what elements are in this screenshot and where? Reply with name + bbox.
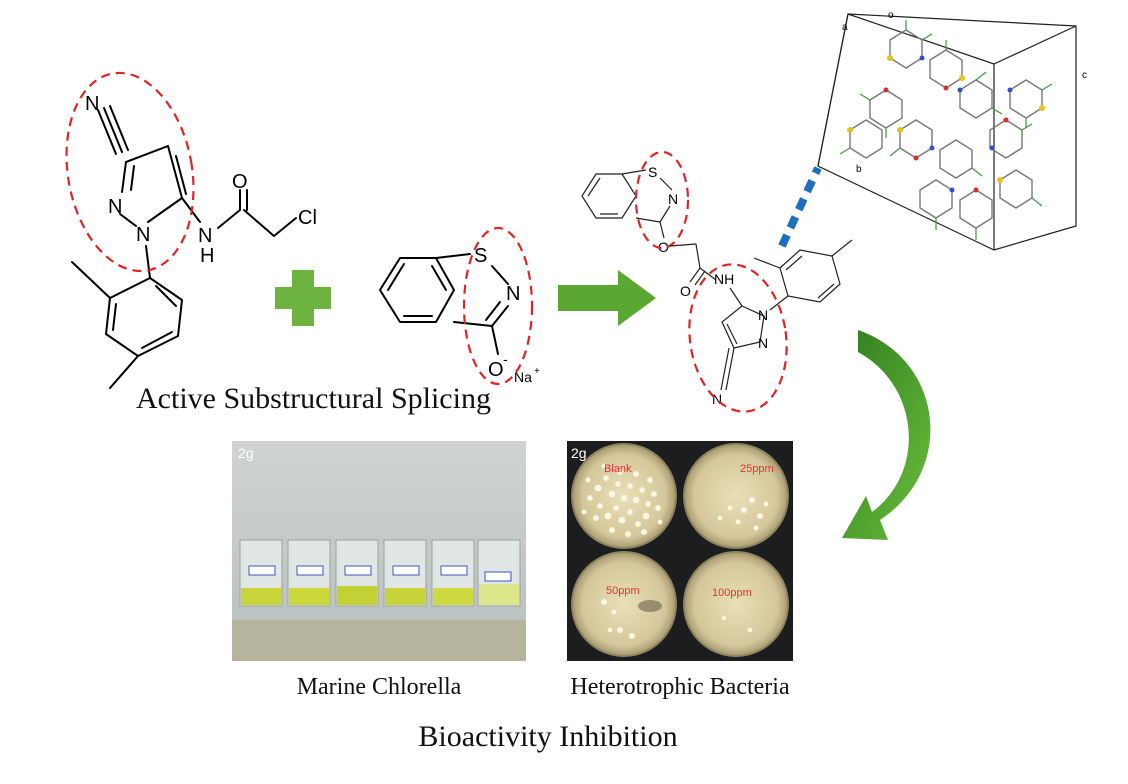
caption-chlorella: Marine Chlorella <box>297 674 462 700</box>
highlight-ring-product-pyrazole <box>688 263 788 413</box>
amide-n-atom: N <box>198 225 212 247</box>
pyrazole-n1-atom: N <box>136 224 150 246</box>
caption-splicing: Active Substructural Splicing <box>136 382 491 415</box>
product-n1-atom: N <box>758 307 768 323</box>
product-n2-atom: N <box>758 335 768 351</box>
product-carbonyl-o-atom: O <box>680 283 691 299</box>
benz-o-atom: O <box>488 359 504 381</box>
petri-dish-blank: Blank <box>571 443 677 549</box>
sodium-charge: + <box>534 366 540 377</box>
bacteria-photo: 2g Blank 25ppm 50ppm 100ppm <box>567 441 793 661</box>
plus-icon <box>275 270 331 326</box>
product-nh-atom: NH <box>714 271 734 287</box>
product-o-atom: O <box>658 239 669 255</box>
amide-h-atom: H <box>200 245 214 267</box>
dish-label-50ppm: 50ppm <box>606 585 640 597</box>
bacteria-photo-tag: 2g <box>571 445 587 461</box>
dish-label-25ppm: 25ppm <box>740 463 774 475</box>
highlight-ring-pyrazole <box>65 71 195 273</box>
product-molecule: S N O O NH N N N <box>581 150 853 413</box>
crystal-axis-b: b <box>856 164 862 175</box>
petri-dish-50ppm: 50ppm <box>571 551 677 657</box>
dish-label-blank: Blank <box>604 463 632 475</box>
curved-arrow-icon <box>842 330 931 540</box>
petri-dish-100ppm: 100ppm <box>683 551 789 657</box>
highlight-ring-product-benz <box>634 150 690 250</box>
arrow-right-icon <box>558 270 656 326</box>
o-charge: - <box>503 351 508 367</box>
sodium-atom: Na <box>514 369 532 385</box>
beaker-row <box>239 539 521 607</box>
highlight-ring-benzisothiazole <box>462 226 534 386</box>
chlorella-photo: 2g <box>232 441 526 661</box>
chlorine-atom: Cl <box>298 207 317 229</box>
dish-label-100ppm: 100ppm <box>712 587 752 599</box>
nitrile-n-atom: N <box>85 93 99 115</box>
caption-bacteria: Heterotrophic Bacteria <box>570 674 790 700</box>
chlorella-photo-tag: 2g <box>238 445 254 461</box>
product-s-atom: S <box>648 164 657 180</box>
product-nitrile-n-atom: N <box>712 391 722 407</box>
crystal-packing-cell: a b c o <box>817 10 1087 251</box>
reactant-benzisothiazole-salt: S N O - Na + <box>379 226 540 386</box>
crystal-axis-a: a <box>842 22 848 33</box>
product-n-atom: N <box>668 191 678 207</box>
pyrazole-n2-atom: N <box>108 196 122 218</box>
crystal-axis-o: o <box>888 10 894 21</box>
caption-inhibition: Bioactivity Inhibition <box>418 720 677 753</box>
crystal-axis-c: c <box>1082 70 1087 81</box>
carbonyl-o-atom: O <box>232 171 248 193</box>
reactant-pyrazole-amide: N N N N H O Cl <box>65 71 317 389</box>
crystal-link-dashes <box>778 166 822 248</box>
benz-s-atom: S <box>474 245 487 267</box>
petri-dish-25ppm: 25ppm <box>683 443 789 549</box>
benz-n-atom: N <box>506 283 520 305</box>
